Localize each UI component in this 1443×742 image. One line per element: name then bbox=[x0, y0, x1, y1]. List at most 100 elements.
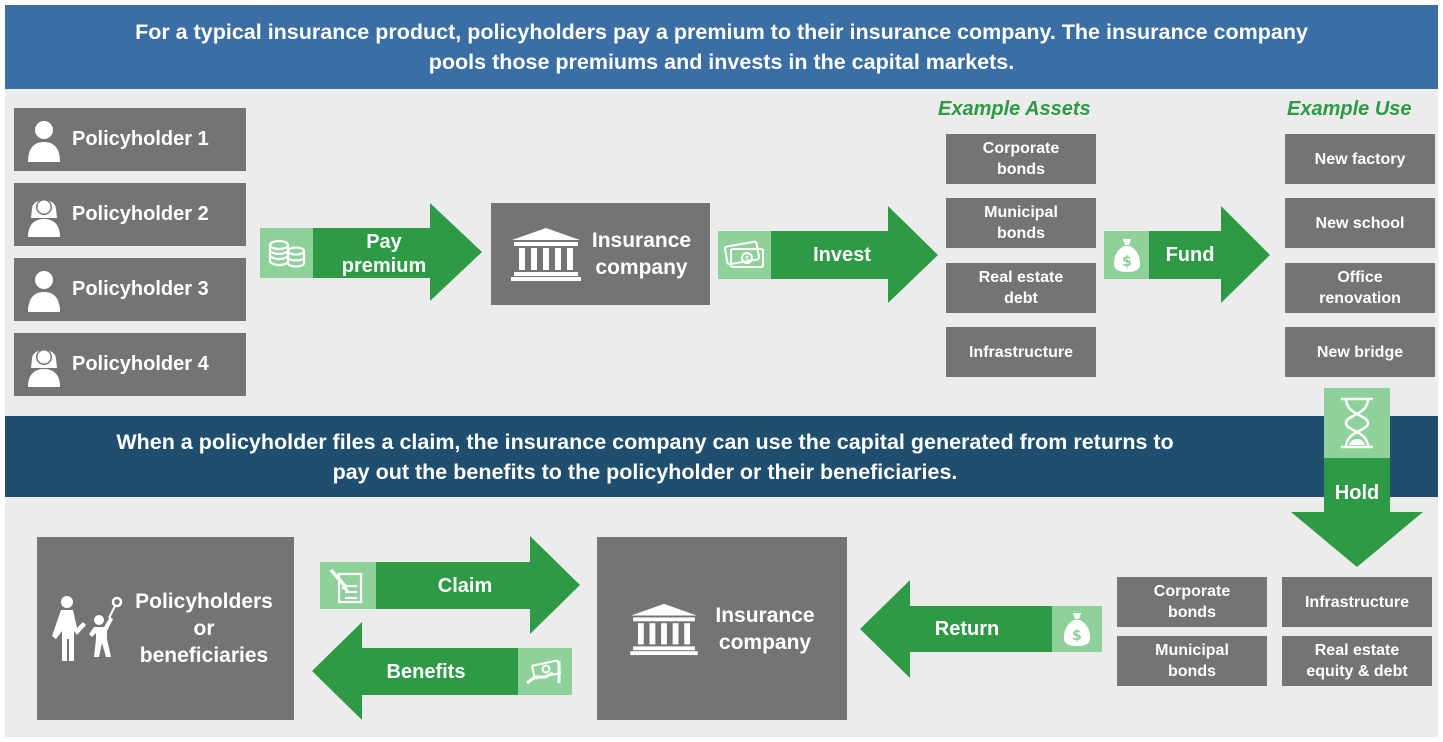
asset-label-2a: Municipal bbox=[984, 204, 1058, 221]
money-bag-icon: $ bbox=[1064, 613, 1090, 646]
benefits-arrow bbox=[312, 622, 518, 720]
insurance-company-bottom-line2: company bbox=[718, 630, 812, 654]
return-label: Return bbox=[915, 606, 1019, 652]
bottom-asset-3b: bonds bbox=[1168, 663, 1216, 680]
example-use-title: Example Use bbox=[1287, 98, 1412, 120]
svg-text:$: $ bbox=[1072, 628, 1082, 644]
hourglass-icon bbox=[1341, 397, 1373, 449]
asset-label-2b: bonds bbox=[997, 225, 1045, 242]
person-icon bbox=[28, 120, 60, 162]
coins-icon-box bbox=[260, 228, 313, 278]
asset-corporate-bonds: Corporate bonds bbox=[946, 134, 1096, 184]
pay-premium-label: Pay premium bbox=[330, 228, 438, 280]
bottom-asset-corporate-bonds: Corporate bonds bbox=[1117, 577, 1267, 627]
use-new-bridge: New bridge bbox=[1285, 327, 1435, 377]
bottom-asset-real-estate: Real estate equity & debt bbox=[1282, 636, 1432, 686]
top-banner-line1: For a typical insurance product, policyh… bbox=[135, 20, 1308, 44]
bottom-asset-4a: Real estate bbox=[1314, 642, 1400, 659]
hand-cash-icon-box bbox=[518, 648, 572, 695]
bottom-asset-infrastructure: Infrastructure bbox=[1282, 577, 1432, 627]
policyholder-4-label: Policyholder 4 bbox=[72, 353, 209, 375]
fund-arrow bbox=[1149, 206, 1270, 303]
asset-municipal-bonds: Municipal bonds bbox=[946, 198, 1096, 248]
beneficiaries-box: Policyholders or beneficiaries bbox=[37, 537, 294, 720]
policyholder-4-box: Policyholder 4 bbox=[14, 333, 246, 396]
benefits-label: Benefits bbox=[368, 648, 484, 695]
beneficiaries-line3: beneficiaries bbox=[139, 644, 269, 667]
money-bag-icon-box: $ bbox=[1104, 231, 1149, 279]
invest-arrow bbox=[771, 206, 938, 303]
bottom-asset-1a: Corporate bbox=[1153, 583, 1231, 600]
asset-label-4a: Infrastructure bbox=[968, 343, 1074, 361]
claim-text: Claim bbox=[437, 574, 493, 597]
asset-infrastructure: Infrastructure bbox=[946, 327, 1096, 377]
fund-text: Fund bbox=[1165, 244, 1215, 266]
pay-premium-arrow bbox=[313, 203, 482, 301]
claim-arrow bbox=[376, 536, 580, 634]
claim-label: Claim bbox=[400, 562, 530, 609]
policyholder-2-box: Policyholder 2 bbox=[14, 183, 246, 246]
bottom-asset-4b: equity & debt bbox=[1306, 663, 1408, 680]
family-icon bbox=[52, 595, 123, 661]
pay-premium-line1: Pay bbox=[366, 231, 402, 253]
beneficiaries-line2: or bbox=[193, 617, 215, 640]
use-label-3b: renovation bbox=[1319, 290, 1401, 307]
hand-cash-icon bbox=[526, 659, 561, 684]
person-icon bbox=[28, 270, 60, 312]
policyholder-3-box: Policyholder 3 bbox=[14, 258, 246, 321]
mid-banner-line1: When a policyholder files a claim, the i… bbox=[116, 429, 1174, 454]
mid-banner: When a policyholder files a claim, the i… bbox=[5, 416, 1438, 497]
hold-arrow bbox=[1291, 458, 1423, 567]
insurance-company-top-box: Insurance company bbox=[491, 203, 710, 305]
hold-text: Hold bbox=[1334, 482, 1380, 504]
document-sign-icon bbox=[329, 568, 363, 603]
asset-real-estate-debt: Real estate debt bbox=[946, 263, 1096, 313]
hold-label: Hold bbox=[1320, 478, 1394, 508]
bottom-asset-1b: bonds bbox=[1167, 604, 1216, 621]
use-label-3a: Office bbox=[1337, 269, 1383, 286]
policyholder-1-label: Policyholder 1 bbox=[72, 128, 209, 150]
bank-icon bbox=[510, 228, 581, 281]
bank-icon bbox=[630, 603, 699, 655]
hourglass-icon-box bbox=[1324, 388, 1390, 458]
top-banner-line2: pools those premiums and invests in the … bbox=[428, 50, 1015, 74]
return-money-bag-icon-box: $ bbox=[1052, 606, 1102, 652]
use-label-4a: New bridge bbox=[1316, 343, 1404, 361]
policyholder-1-box: Policyholder 1 bbox=[14, 108, 246, 171]
asset-label-1a: Corporate bbox=[982, 140, 1060, 157]
invest-text: Invest bbox=[813, 244, 871, 266]
asset-label-3b: debt bbox=[1004, 290, 1038, 307]
asset-label-3a: Real estate bbox=[978, 269, 1064, 286]
cash-icon-box: $ bbox=[718, 231, 771, 279]
bottom-asset-3a: Municipal bbox=[1155, 642, 1229, 659]
invest-label: Invest bbox=[790, 231, 894, 279]
insurance-company-bottom-box: Insurance company bbox=[597, 537, 847, 720]
policyholder-2-label: Policyholder 2 bbox=[72, 203, 209, 225]
example-assets-title: Example Assets bbox=[938, 98, 1091, 120]
asset-label-1b: bonds bbox=[996, 161, 1045, 178]
use-label-2a: New school bbox=[1315, 214, 1405, 232]
return-text: Return bbox=[934, 618, 1000, 640]
mid-banner-line2: pay out the benefits to the policyholder… bbox=[332, 459, 958, 484]
document-sign-icon-box bbox=[320, 562, 376, 609]
person-female-icon bbox=[28, 198, 60, 237]
coins-icon bbox=[268, 239, 305, 268]
svg-text:$: $ bbox=[1122, 254, 1132, 270]
return-arrow bbox=[860, 580, 1052, 678]
insurance-company-top-line2: company bbox=[595, 256, 688, 279]
money-bag-icon: $ bbox=[1113, 239, 1140, 272]
insurance-company-bottom-line1: Insurance bbox=[715, 603, 815, 627]
policyholder-3-label: Policyholder 3 bbox=[72, 278, 209, 300]
insurance-company-top-line1: Insurance bbox=[591, 229, 692, 252]
pay-premium-line2: premium bbox=[341, 255, 427, 277]
cash-icon: $ bbox=[723, 240, 764, 268]
beneficiaries-line1: Policyholders bbox=[135, 590, 273, 613]
use-label-1a: New factory bbox=[1314, 150, 1406, 168]
bottom-asset-municipal-bonds: Municipal bonds bbox=[1117, 636, 1267, 686]
fund-label: Fund bbox=[1155, 231, 1225, 279]
use-new-school: New school bbox=[1285, 198, 1435, 248]
person-female-icon bbox=[28, 348, 60, 387]
svg-text:$: $ bbox=[744, 255, 750, 265]
use-new-factory: New factory bbox=[1285, 134, 1435, 184]
